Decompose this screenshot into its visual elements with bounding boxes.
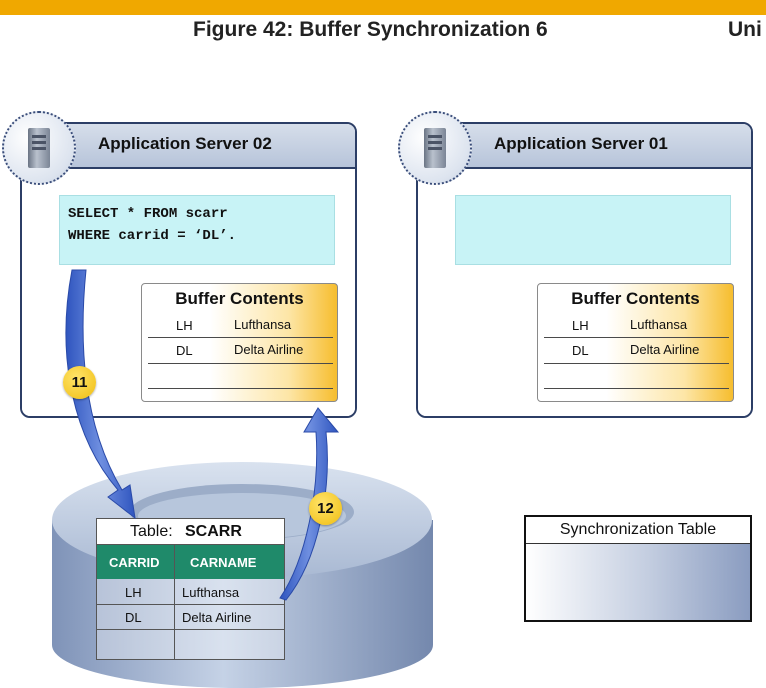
server-tower-shape bbox=[424, 128, 446, 168]
table-caption: Table: SCARR bbox=[97, 519, 284, 545]
buffer-row-value: Lufthansa bbox=[234, 317, 292, 332]
buffer-title: Buffer Contents bbox=[571, 289, 700, 308]
column-header-carrid: CARRID bbox=[109, 555, 160, 570]
table-caption-label: Table: bbox=[130, 523, 173, 540]
buffer-contents-server-01: Buffer Contents LH Lufthansa DL Delta Ai… bbox=[537, 283, 734, 402]
buffer-rule bbox=[544, 363, 729, 364]
table-cell: Delta Airline bbox=[182, 610, 252, 625]
column-separator bbox=[174, 545, 175, 659]
step-badge-12: 12 bbox=[309, 492, 342, 525]
buffer-title: Buffer Contents bbox=[175, 289, 304, 308]
sync-table-title: Synchronization Table bbox=[559, 521, 717, 538]
buffer-row-key: DL bbox=[572, 343, 589, 358]
buffer-row-key: DL bbox=[176, 343, 193, 358]
figure-title: Figure 42: Buffer Synchronization 6 bbox=[193, 18, 548, 41]
app-server-01-title: Application Server 01 bbox=[494, 134, 668, 153]
table-row: DL Delta Airline bbox=[97, 605, 284, 630]
top-color-bar bbox=[0, 0, 766, 15]
app-server-02-header: Application Server 02 bbox=[22, 124, 355, 169]
sql-line-2: WHERE carrid = ‘DL’. bbox=[68, 228, 237, 244]
table-row: LH Lufthansa bbox=[97, 580, 284, 605]
buffer-row-value: Delta Airline bbox=[234, 342, 304, 357]
sql-line-1: SELECT * FROM scarr bbox=[68, 206, 228, 222]
sql-statement-box: SELECT * FROM scarr WHERE carrid = ‘DL’. bbox=[59, 195, 335, 265]
buffer-contents-server-02: Buffer Contents LH Lufthansa DL Delta Ai… bbox=[141, 283, 338, 402]
server-tower-icon bbox=[2, 111, 76, 185]
table-cell: DL bbox=[125, 610, 142, 625]
table-cell: Lufthansa bbox=[182, 585, 240, 600]
buffer-row-key: LH bbox=[572, 318, 589, 333]
sync-table-header: Synchronization Table bbox=[526, 517, 750, 544]
table-cell: LH bbox=[125, 585, 142, 600]
buffer-row-value: Lufthansa bbox=[630, 317, 688, 332]
app-server-01-header: Application Server 01 bbox=[418, 124, 751, 169]
buffer-rule bbox=[544, 337, 729, 338]
buffer-rule bbox=[544, 388, 729, 389]
step-badge-11: 11 bbox=[63, 366, 96, 399]
table-caption-name: SCARR bbox=[185, 523, 242, 540]
buffer-row-value: Delta Airline bbox=[630, 342, 700, 357]
server-tower-icon bbox=[398, 111, 472, 185]
sql-statement-box-empty bbox=[455, 195, 731, 265]
scarr-table: Table: SCARR CARRID CARNAME LH Lufthansa… bbox=[96, 518, 285, 660]
step-badge-label: 11 bbox=[71, 374, 88, 391]
server-tower-shape bbox=[28, 128, 50, 168]
synchronization-table: Synchronization Table bbox=[524, 515, 752, 622]
table-header-row: CARRID CARNAME bbox=[97, 545, 284, 579]
column-header-carname: CARNAME bbox=[190, 555, 257, 570]
step-badge-label: 12 bbox=[317, 500, 334, 517]
buffer-row-key: LH bbox=[176, 318, 193, 333]
buffer-rule bbox=[148, 388, 333, 389]
header-right-text: Uni bbox=[728, 18, 762, 41]
buffer-rule bbox=[148, 337, 333, 338]
table-row bbox=[97, 630, 284, 654]
buffer-rule bbox=[148, 363, 333, 364]
app-server-02-title: Application Server 02 bbox=[98, 134, 272, 153]
